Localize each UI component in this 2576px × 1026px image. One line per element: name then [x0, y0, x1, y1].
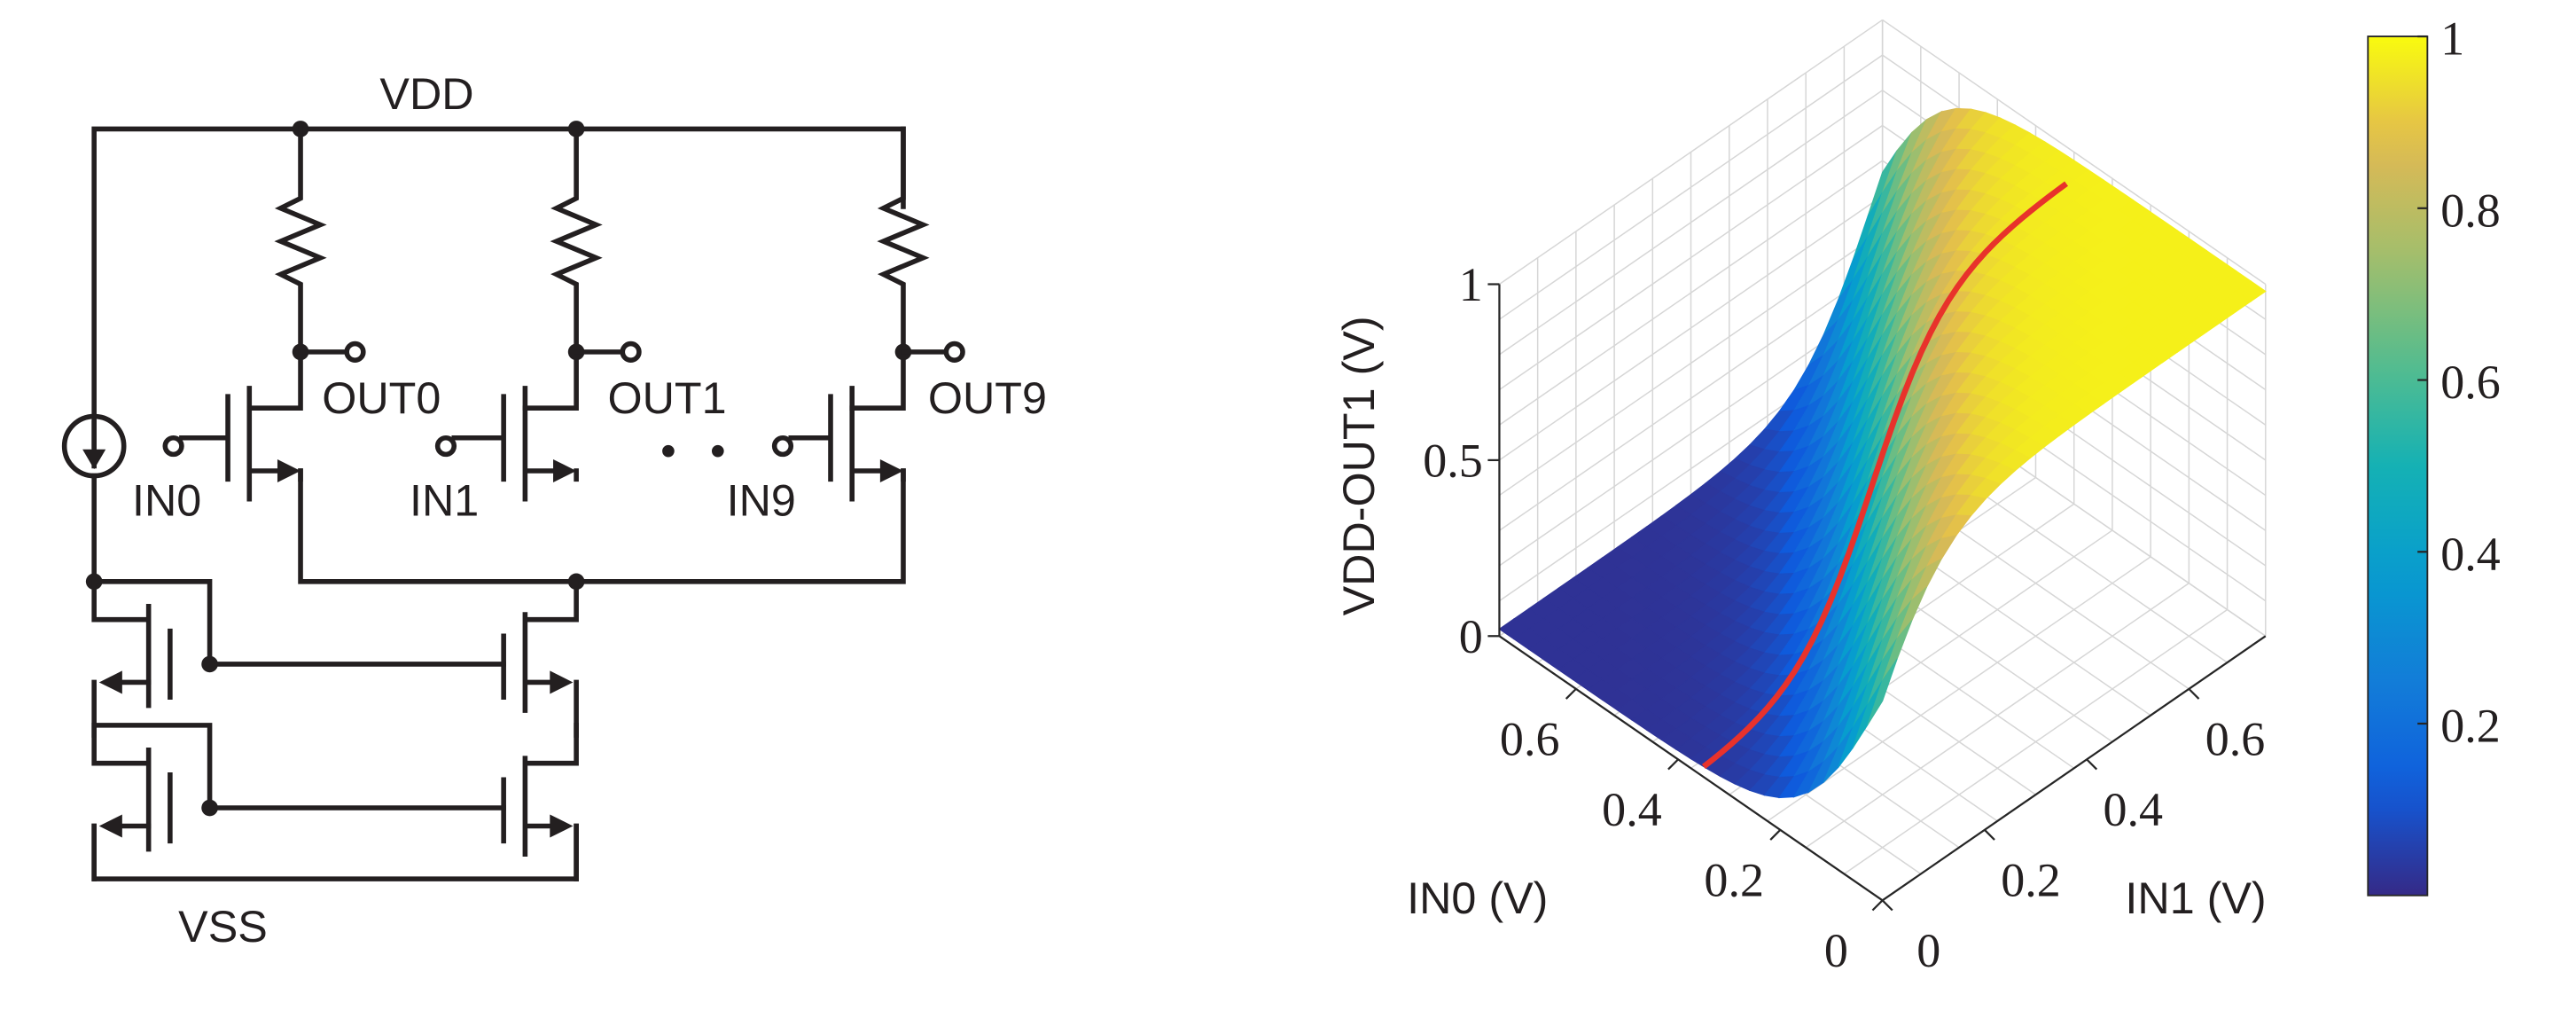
- nmos-transistor-icon: [501, 723, 579, 881]
- nmos-transistor-icon: [788, 386, 886, 502]
- ellipsis-dots: •: [660, 425, 676, 475]
- x-tick-label: 0: [1824, 924, 1848, 977]
- z-axis-label: VDD-OUT1 (V): [1333, 316, 1384, 615]
- y-tick: [1881, 899, 1893, 912]
- grid-line: [1499, 195, 1884, 461]
- grid-line: [1499, 124, 1884, 391]
- output-terminal: [943, 341, 965, 363]
- colorbar: [2367, 35, 2429, 897]
- mirror-stage-1: [91, 723, 579, 881]
- current-source-icon: [61, 413, 127, 479]
- input-label: IN0: [132, 474, 201, 525]
- arrow-icon: [879, 458, 903, 483]
- nmos-transistor-icon: [501, 579, 579, 738]
- output-label: OUT1: [608, 372, 727, 423]
- x-tick-label: 0.4: [1602, 783, 1662, 836]
- colorbar-tick-label: 0.8: [2440, 184, 2501, 237]
- resistor-icon: [849, 126, 930, 411]
- vdd-label: VDD: [379, 68, 473, 119]
- tail-rail: [298, 468, 906, 584]
- ellipsis-dots: •: [710, 425, 726, 475]
- grid-line: [1882, 19, 2267, 286]
- colorbar-ticks: 0.2 0.4 0.6 0.8 1: [2417, 12, 2501, 753]
- resistor-icon: [522, 126, 603, 411]
- nmos-transistor-icon: [91, 723, 506, 852]
- x-tick-label: 0.2: [1704, 853, 1764, 906]
- x-tick: [1769, 829, 1782, 841]
- z-tick-label: 1: [1459, 258, 1483, 311]
- surface: [1498, 107, 2267, 799]
- x-tick-label: 0.6: [1500, 712, 1560, 765]
- y-axis-label: IN1 (V): [2125, 873, 2266, 923]
- nmos-transistor-icon: [451, 386, 559, 502]
- colorbar-tick-label: 1: [2440, 12, 2464, 66]
- x-tick: [1667, 758, 1679, 771]
- grid-line: [1499, 160, 1884, 426]
- grid-line: [1499, 90, 1884, 356]
- arrow-icon: [277, 458, 301, 483]
- grid-line: [1499, 19, 1884, 286]
- x-axis-label: IN0 (V): [1407, 873, 1548, 923]
- arrow-icon: [98, 670, 122, 694]
- input-terminal: [162, 435, 184, 458]
- surface-plot: 0 0.5 1 0 0.2 0.4 0.6 0 0.2 0.4 0.6 VDD-OUT1 (V) I…: [1333, 12, 2501, 977]
- x-tick: [1871, 899, 1884, 912]
- y-tick: [2086, 758, 2098, 771]
- y-tick: [1984, 829, 1995, 841]
- y-axis-line: [1881, 635, 2267, 902]
- surface-patch: [1867, 658, 1898, 725]
- junction-dot: [201, 799, 218, 817]
- vdd-rail: [91, 126, 906, 449]
- z-tick-label: 0: [1459, 610, 1483, 663]
- colorbar-tick-label: 0.4: [2440, 528, 2501, 581]
- nmos-transistor-icon: [179, 386, 284, 502]
- arrow-icon: [553, 458, 577, 483]
- output-label: OUT0: [322, 372, 441, 423]
- arrow-icon: [98, 814, 122, 838]
- junction-dot: [201, 655, 218, 673]
- resistor-icon: [246, 126, 327, 411]
- output-terminal: [344, 341, 366, 363]
- y-tick: [2188, 688, 2200, 700]
- grid-line: [1499, 54, 1884, 320]
- input-label: IN9: [727, 474, 796, 525]
- input-terminal: [434, 435, 457, 458]
- y-tick-label: 0: [1916, 924, 1940, 977]
- x-axis-line: [1498, 635, 1884, 902]
- nmos-transistor-icon: [91, 579, 506, 709]
- arrow-icon: [550, 670, 574, 694]
- colorbar-tick-label: 0.6: [2440, 356, 2501, 409]
- y-tick-label: 0.2: [2001, 853, 2061, 906]
- vss-label: VSS: [178, 901, 268, 952]
- colorbar-tick-label: 0.2: [2440, 700, 2501, 753]
- arrow-icon: [550, 814, 574, 838]
- axis-ticks: 0 0.5 1 0 0.2 0.4 0.6 0 0.2 0.4 0.6: [1423, 258, 2267, 977]
- y-tick-label: 0.6: [2205, 712, 2266, 765]
- mirror-stage-0: [91, 579, 579, 738]
- highlight-trace: [1701, 181, 2068, 770]
- output-terminal: [620, 341, 642, 363]
- x-tick: [1565, 688, 1577, 700]
- z-tick-label: 0.5: [1423, 435, 1483, 488]
- output-label: OUT9: [928, 372, 1047, 423]
- input-terminal: [771, 435, 794, 458]
- y-tick-label: 0.4: [2104, 783, 2164, 836]
- vss-rail: [91, 823, 579, 881]
- input-label: IN1: [410, 474, 479, 525]
